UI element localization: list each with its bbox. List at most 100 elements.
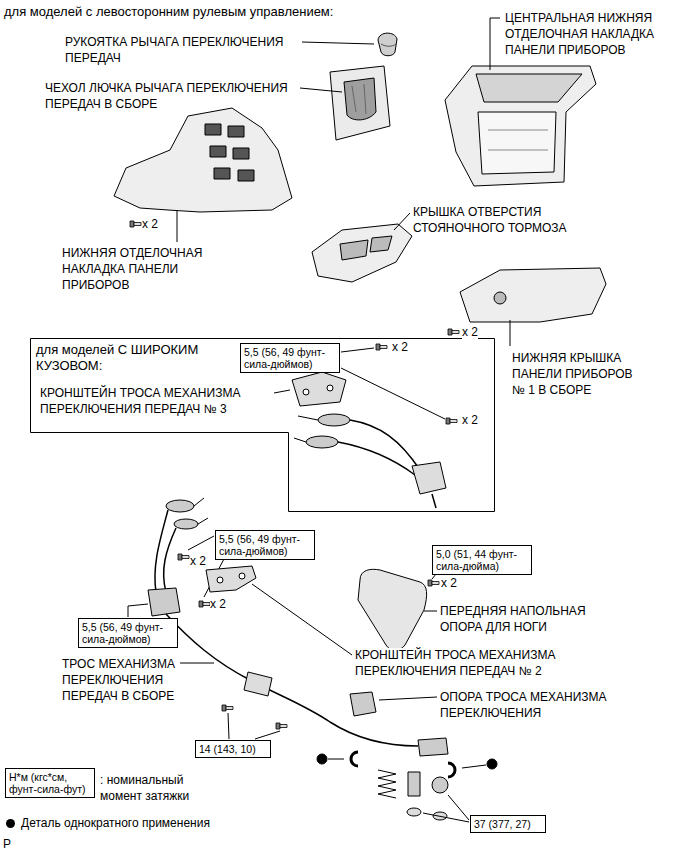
switch-hole xyxy=(210,146,226,157)
part-name: КРОНШТЕЙН ТРОСА МЕХАНИЗМА ПЕРЕКЛЮЧЕНИЯ П… xyxy=(40,386,240,416)
cable-end xyxy=(166,500,194,512)
bracket-hole xyxy=(239,573,245,579)
screw xyxy=(448,329,459,335)
shift-knob xyxy=(378,33,397,56)
switch-hole xyxy=(238,170,254,181)
torque-box: 37 (377, 27) xyxy=(470,815,546,833)
switch-hole xyxy=(233,148,249,159)
screw xyxy=(130,221,141,227)
bushing xyxy=(432,777,448,793)
knob-detail xyxy=(381,44,396,46)
center-finish-panel xyxy=(445,66,596,186)
leader-line xyxy=(302,42,374,44)
cable-end xyxy=(174,519,198,529)
leader-line xyxy=(328,759,344,760)
torque-box: 5,5 (56, 49 фунт-сила-дюймов) xyxy=(240,343,340,373)
foot-support xyxy=(358,569,427,650)
quantity-note: x 2 xyxy=(441,576,457,590)
label-holder: P xyxy=(3,836,11,852)
cable-bracket-no3 xyxy=(292,372,346,406)
lower-cover-no1 xyxy=(460,268,606,322)
leader-line xyxy=(424,611,437,612)
label-holder: КРОНШТЕЙН ТРОСА МЕХАНИЗМА ПЕРЕКЛЮЧЕНИЯ П… xyxy=(355,647,585,679)
bolt xyxy=(199,601,210,607)
switch-hole xyxy=(205,124,221,135)
switch-holes xyxy=(205,124,254,181)
cable xyxy=(155,510,176,592)
boot-panel xyxy=(330,66,390,140)
quantity-note: x 2 xyxy=(190,554,206,568)
spring xyxy=(378,770,396,798)
leader-line xyxy=(462,765,486,768)
single-use-dot xyxy=(487,759,497,769)
part-name: ЦЕНТРАЛЬНАЯ НИЖНЯЯ ОТДЕЛОЧНАЯ НАКЛАДКА П… xyxy=(505,11,654,57)
clip xyxy=(351,752,358,766)
label-holder: ЧЕХОЛ ЛЮЧКА РЫЧАГА ПЕРЕКЛЮЧЕНИЯ ПЕРЕДАЧ … xyxy=(45,80,310,112)
leader-line xyxy=(255,731,280,739)
inset-border xyxy=(31,339,495,512)
legend-text: Деталь однократного применения xyxy=(21,816,210,830)
bolt xyxy=(446,418,457,424)
rod-end xyxy=(408,772,420,796)
part-name: НИЖНЯЯ КРЫШКА ПАНЕЛИ ПРИБОРОВ № 1 В СБОР… xyxy=(512,351,633,397)
label-holder: x 2 xyxy=(462,324,478,340)
part-name: ЧЕХОЛ ЛЮЧКА РЫЧАГА ПЕРЕКЛЮЧЕНИЯ ПЕРЕДАЧ … xyxy=(45,81,288,111)
bracket-hole xyxy=(303,389,309,395)
leader-line xyxy=(228,713,229,739)
part-name: КРЫШКА ОТВЕРСТИЯ СТОЯНОЧНОГО ТОРМОЗА xyxy=(413,205,567,235)
leader-line xyxy=(180,663,214,664)
legend-item: Деталь однократного применения xyxy=(6,815,210,831)
single-use-dot xyxy=(6,819,15,828)
leader-line xyxy=(490,18,500,70)
part-name: ОПОРА ТРОСА МЕХАНИЗМА ПЕРЕКЛЮЧЕНИЯ xyxy=(440,690,607,720)
torque-box: 5,5 (56, 49 фунт-сила-дюймов) xyxy=(215,530,315,560)
leader-line xyxy=(274,390,290,393)
label-holder: РУКОЯТКА РЫЧАГА ПЕРЕКЛЮЧЕНИЯ ПЕРЕДАЧ xyxy=(65,34,315,66)
bolt xyxy=(222,705,233,711)
inset-heading: для моделей С ШИРОКИМ КУЗОВОМ: xyxy=(36,342,231,374)
torque-value: 37 (377, 27) xyxy=(474,818,542,830)
part-name: РУКОЯТКА РЫЧАГА ПЕРЕКЛЮЧЕНИЯ ПЕРЕДАЧ xyxy=(65,35,283,65)
switch-hole xyxy=(228,126,244,137)
legend-item: : номинальный момент затяжки xyxy=(100,772,210,804)
cable-junction xyxy=(148,588,180,616)
cover-openings xyxy=(340,236,392,260)
clip xyxy=(448,763,455,777)
leader-line xyxy=(177,210,178,242)
cable-clamp xyxy=(244,672,272,696)
torque-box: 5,5 (56, 49 фунт-сила-дюймов) xyxy=(78,618,178,648)
label-holder: x 2 xyxy=(210,596,226,612)
quantity-note: x 2 xyxy=(142,217,158,231)
label-holder: ЦЕНТРАЛЬНАЯ НИЖНЯЯ ОТДЕЛОЧНАЯ НАКЛАДКА П… xyxy=(505,10,680,58)
torque-value: 14 (143, 10) xyxy=(199,743,267,755)
quantity-note: x 2 xyxy=(210,597,226,611)
label-holder: x 2 xyxy=(392,339,408,355)
label-holder: НИЖНЯЯ ОТДЕЛОЧНАЯ НАКЛАДКА ПАНЕЛИ ПРИБОР… xyxy=(62,245,222,293)
leader-line xyxy=(341,348,374,352)
nut xyxy=(428,580,439,586)
torque-value: 5,0 (51, 44 фунт-сила-дюйма) xyxy=(436,548,528,572)
label-holder: КРЫШКА ОТВЕРСТИЯ СТОЯНОЧНОГО ТОРМОЗА xyxy=(413,204,583,236)
label-holder: НИЖНЯЯ КРЫШКА ПАНЕЛИ ПРИБОРОВ № 1 В СБОР… xyxy=(512,350,640,398)
cable xyxy=(338,420,420,475)
cover-hole xyxy=(494,292,506,304)
bracket-hole xyxy=(327,385,333,391)
cable-support xyxy=(350,692,376,716)
cable xyxy=(432,494,436,508)
parking-brake-hole-cover xyxy=(312,224,412,282)
leader-line xyxy=(341,368,445,419)
bracket-hole xyxy=(217,577,223,583)
part-name: НИЖНЯЯ ОТДЕЛОЧНАЯ НАКЛАДКА ПАНЕЛИ ПРИБОР… xyxy=(62,246,202,292)
leader-line xyxy=(128,604,148,617)
torque-box: 14 (143, 10) xyxy=(195,740,271,758)
cable-end xyxy=(306,436,338,448)
panel-detail xyxy=(488,130,548,150)
unit-box: Н*м (кгс*см, фунт-сила-фут) xyxy=(5,768,95,798)
torque-value: 5,5 (56, 49 фунт-сила-дюймов) xyxy=(82,621,174,645)
cable-end xyxy=(318,414,350,426)
lower-finish-panel xyxy=(114,108,292,212)
leader-line xyxy=(300,88,342,92)
bolt xyxy=(276,723,287,729)
